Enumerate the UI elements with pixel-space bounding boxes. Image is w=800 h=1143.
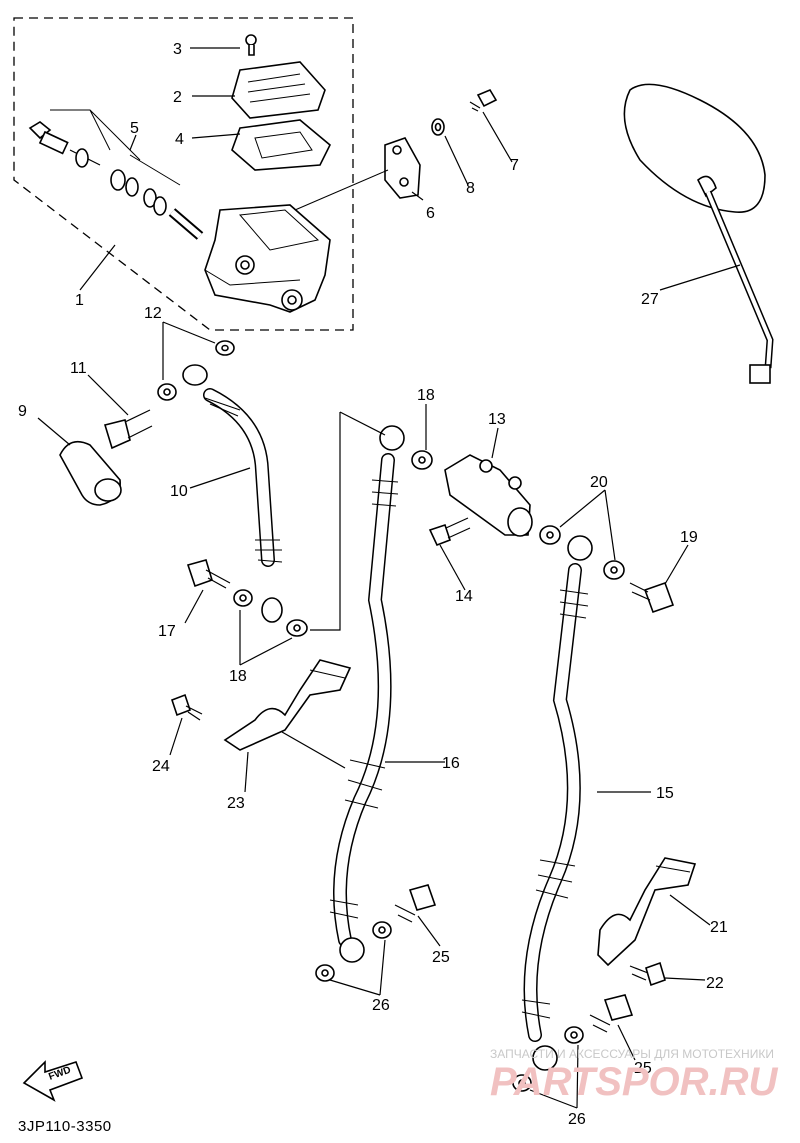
callout-3: 3	[173, 41, 182, 58]
part-3-screw[interactable]	[245, 34, 257, 56]
part-9-cap[interactable]	[59, 440, 122, 506]
callout-16: 16	[442, 755, 460, 772]
part-22-bolt[interactable]	[629, 961, 666, 987]
callout-14: 14	[455, 588, 473, 605]
part-18-washer-c[interactable]	[411, 450, 433, 470]
part-26-washer-d[interactable]	[512, 1074, 532, 1092]
callout-22: 22	[706, 975, 724, 992]
part-20-washer-b[interactable]	[603, 560, 625, 580]
callout-27: 27	[641, 291, 659, 308]
callout-20: 20	[590, 474, 608, 491]
callout-12: 12	[144, 305, 162, 322]
callout-2: 2	[173, 89, 182, 106]
callout-11: 11	[70, 360, 87, 377]
callout-6: 6	[426, 205, 435, 222]
part-18-washer-b[interactable]	[286, 619, 308, 637]
callout-18b: 18	[417, 387, 435, 404]
part-26-washer-b[interactable]	[315, 964, 335, 982]
part-17-union-bolt[interactable]	[186, 559, 231, 589]
part-11-union-bolt[interactable]	[103, 409, 153, 450]
part-13-joint[interactable]	[444, 454, 533, 537]
part-25-bolt-b[interactable]	[589, 994, 634, 1033]
callout-4: 4	[175, 131, 184, 148]
callout-25b: 25	[634, 1060, 652, 1077]
callout-26a: 26	[372, 997, 390, 1014]
callout-18a: 18	[229, 668, 247, 685]
part-12-washer-b[interactable]	[157, 383, 177, 401]
part-16-brake-hose[interactable]	[329, 425, 405, 963]
part-10-brake-hose[interactable]	[182, 364, 283, 623]
part-24-bolt[interactable]	[170, 693, 203, 721]
part-23-hose-clamp[interactable]	[223, 659, 352, 751]
callout-13: 13	[488, 411, 506, 428]
part-1-master-cylinder[interactable]	[204, 204, 331, 313]
watermark-tagline: ЗАПЧАСТИ И АКСЕССУАРЫ ДЛЯ МОТОТЕХНИКИ	[490, 1047, 774, 1061]
callout-1: 1	[75, 292, 84, 309]
part-2-reservoir-cap[interactable]	[231, 61, 326, 119]
callout-21: 21	[710, 919, 728, 936]
callout-26b: 26	[568, 1111, 586, 1128]
part-18-washer-a[interactable]	[233, 589, 253, 607]
part-15-brake-hose[interactable]	[521, 535, 593, 1071]
part-14-bolt[interactable]	[428, 517, 471, 547]
part-27-mirror[interactable]	[623, 83, 774, 384]
part-26-washer-c[interactable]	[564, 1026, 584, 1044]
part-8-washer[interactable]	[431, 118, 445, 136]
callout-19: 19	[680, 529, 698, 546]
part-21-hose-clamp[interactable]	[597, 857, 697, 967]
part-19-union-bolt[interactable]	[629, 581, 675, 614]
callout-15: 15	[656, 785, 674, 802]
part-5-piston-kit[interactable]	[28, 109, 204, 240]
callout-7: 7	[510, 157, 519, 174]
callout-23: 23	[227, 795, 245, 812]
part-25-bolt-a[interactable]	[394, 884, 437, 923]
leader-lines	[37, 47, 741, 1109]
diagram-code: 3JP110-3350	[18, 1118, 112, 1135]
callout-24: 24	[152, 758, 170, 775]
callout-10: 10	[170, 483, 188, 500]
part-20-washer-a[interactable]	[539, 525, 561, 545]
part-4-diaphragm[interactable]	[231, 119, 331, 171]
callout-8: 8	[466, 180, 475, 197]
callout-9: 9	[18, 403, 27, 420]
callout-5: 5	[130, 120, 139, 137]
watermark-logo: PARTSPOR.RU	[490, 1060, 779, 1104]
part-12-washer[interactable]	[215, 340, 235, 356]
callout-25a: 25	[432, 949, 450, 966]
part-7-bolt[interactable]	[469, 88, 498, 112]
callout-17: 17	[158, 623, 176, 640]
fwd-arrow-icon: FWD	[22, 1060, 84, 1102]
part-26-washer-a[interactable]	[372, 921, 392, 939]
part-6-holder[interactable]	[384, 137, 421, 199]
kit-boundary	[13, 17, 354, 331]
